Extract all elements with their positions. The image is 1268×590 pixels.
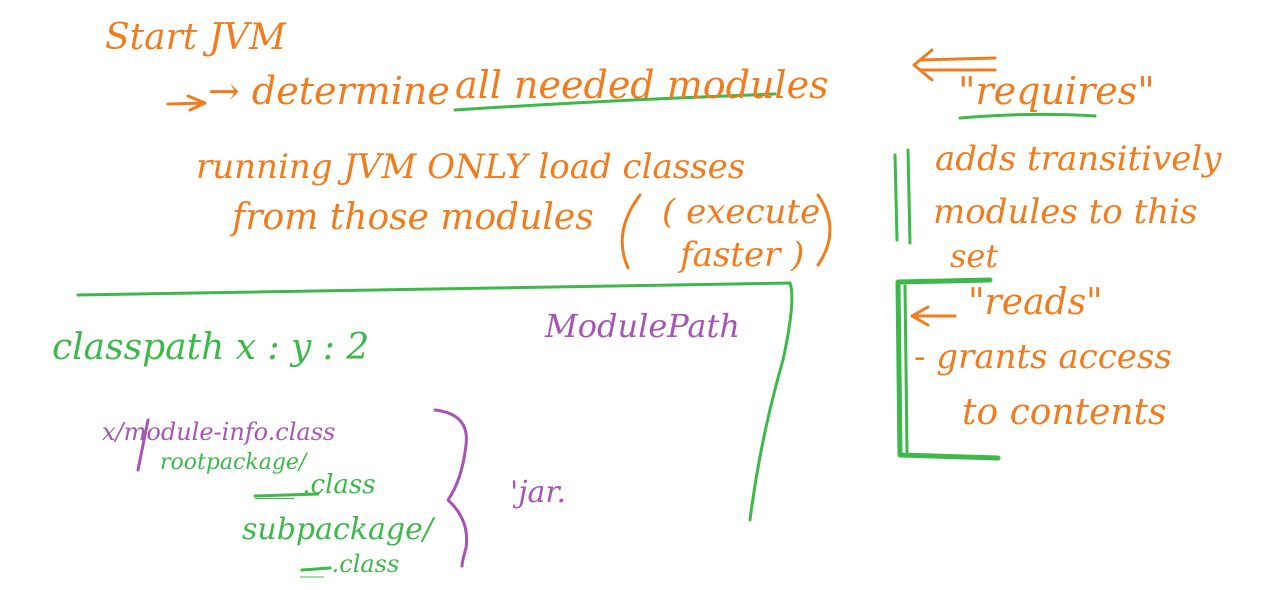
determine-text: → determine [208,69,450,113]
modules-to-this-text: modules to this [933,192,1198,232]
left-paren [620,193,642,270]
module-info-text: x/module-info.class [102,418,336,446]
reads-bracket-inner [903,284,909,454]
rootpackage-text: rootpackage/ [160,450,307,475]
start-jvm-text: Start JVM [105,17,287,58]
class-line [300,566,332,572]
slash-line [136,418,150,472]
jar-text: 'jar. [510,475,567,510]
package-brace [433,408,469,568]
running-jvm-text: running JVM ONLY load classes [196,147,746,187]
module-path-text: ModulePath [545,307,740,345]
module-boundary [76,281,794,522]
adds-transitively-text: adds transitively [935,139,1222,179]
requires-text: "requires" [958,69,1155,113]
requires-bar-left [893,153,899,242]
right-paren [816,193,832,267]
classpath-text: classpath x : y : 2 [52,327,370,368]
to-contents-text: to contents [962,392,1167,433]
arrow-left-icon [910,305,957,327]
class1-text: ___ .class [255,470,376,500]
arrow-right-icon [166,94,207,112]
grants-access-text: - grants access [914,337,1172,377]
subpackage-text: subpackage/ [242,512,433,547]
class2-text: __ .class [300,550,400,578]
execute-text: ( execute [662,192,821,232]
set-text: set [950,237,999,275]
all-needed-modules-underline [453,92,777,112]
reads-text: "reads" [968,282,1103,323]
faster-text: faster ) [680,235,805,275]
from-those-modules-text: from those modules [232,197,594,238]
reads-bracket [895,277,1001,461]
all-needed-modules-text: all needed modules [455,63,829,107]
requires-bar-right [906,148,912,245]
double-arrow-left-icon [912,48,997,82]
requires-underline [958,112,1097,120]
x-underline [253,492,320,498]
